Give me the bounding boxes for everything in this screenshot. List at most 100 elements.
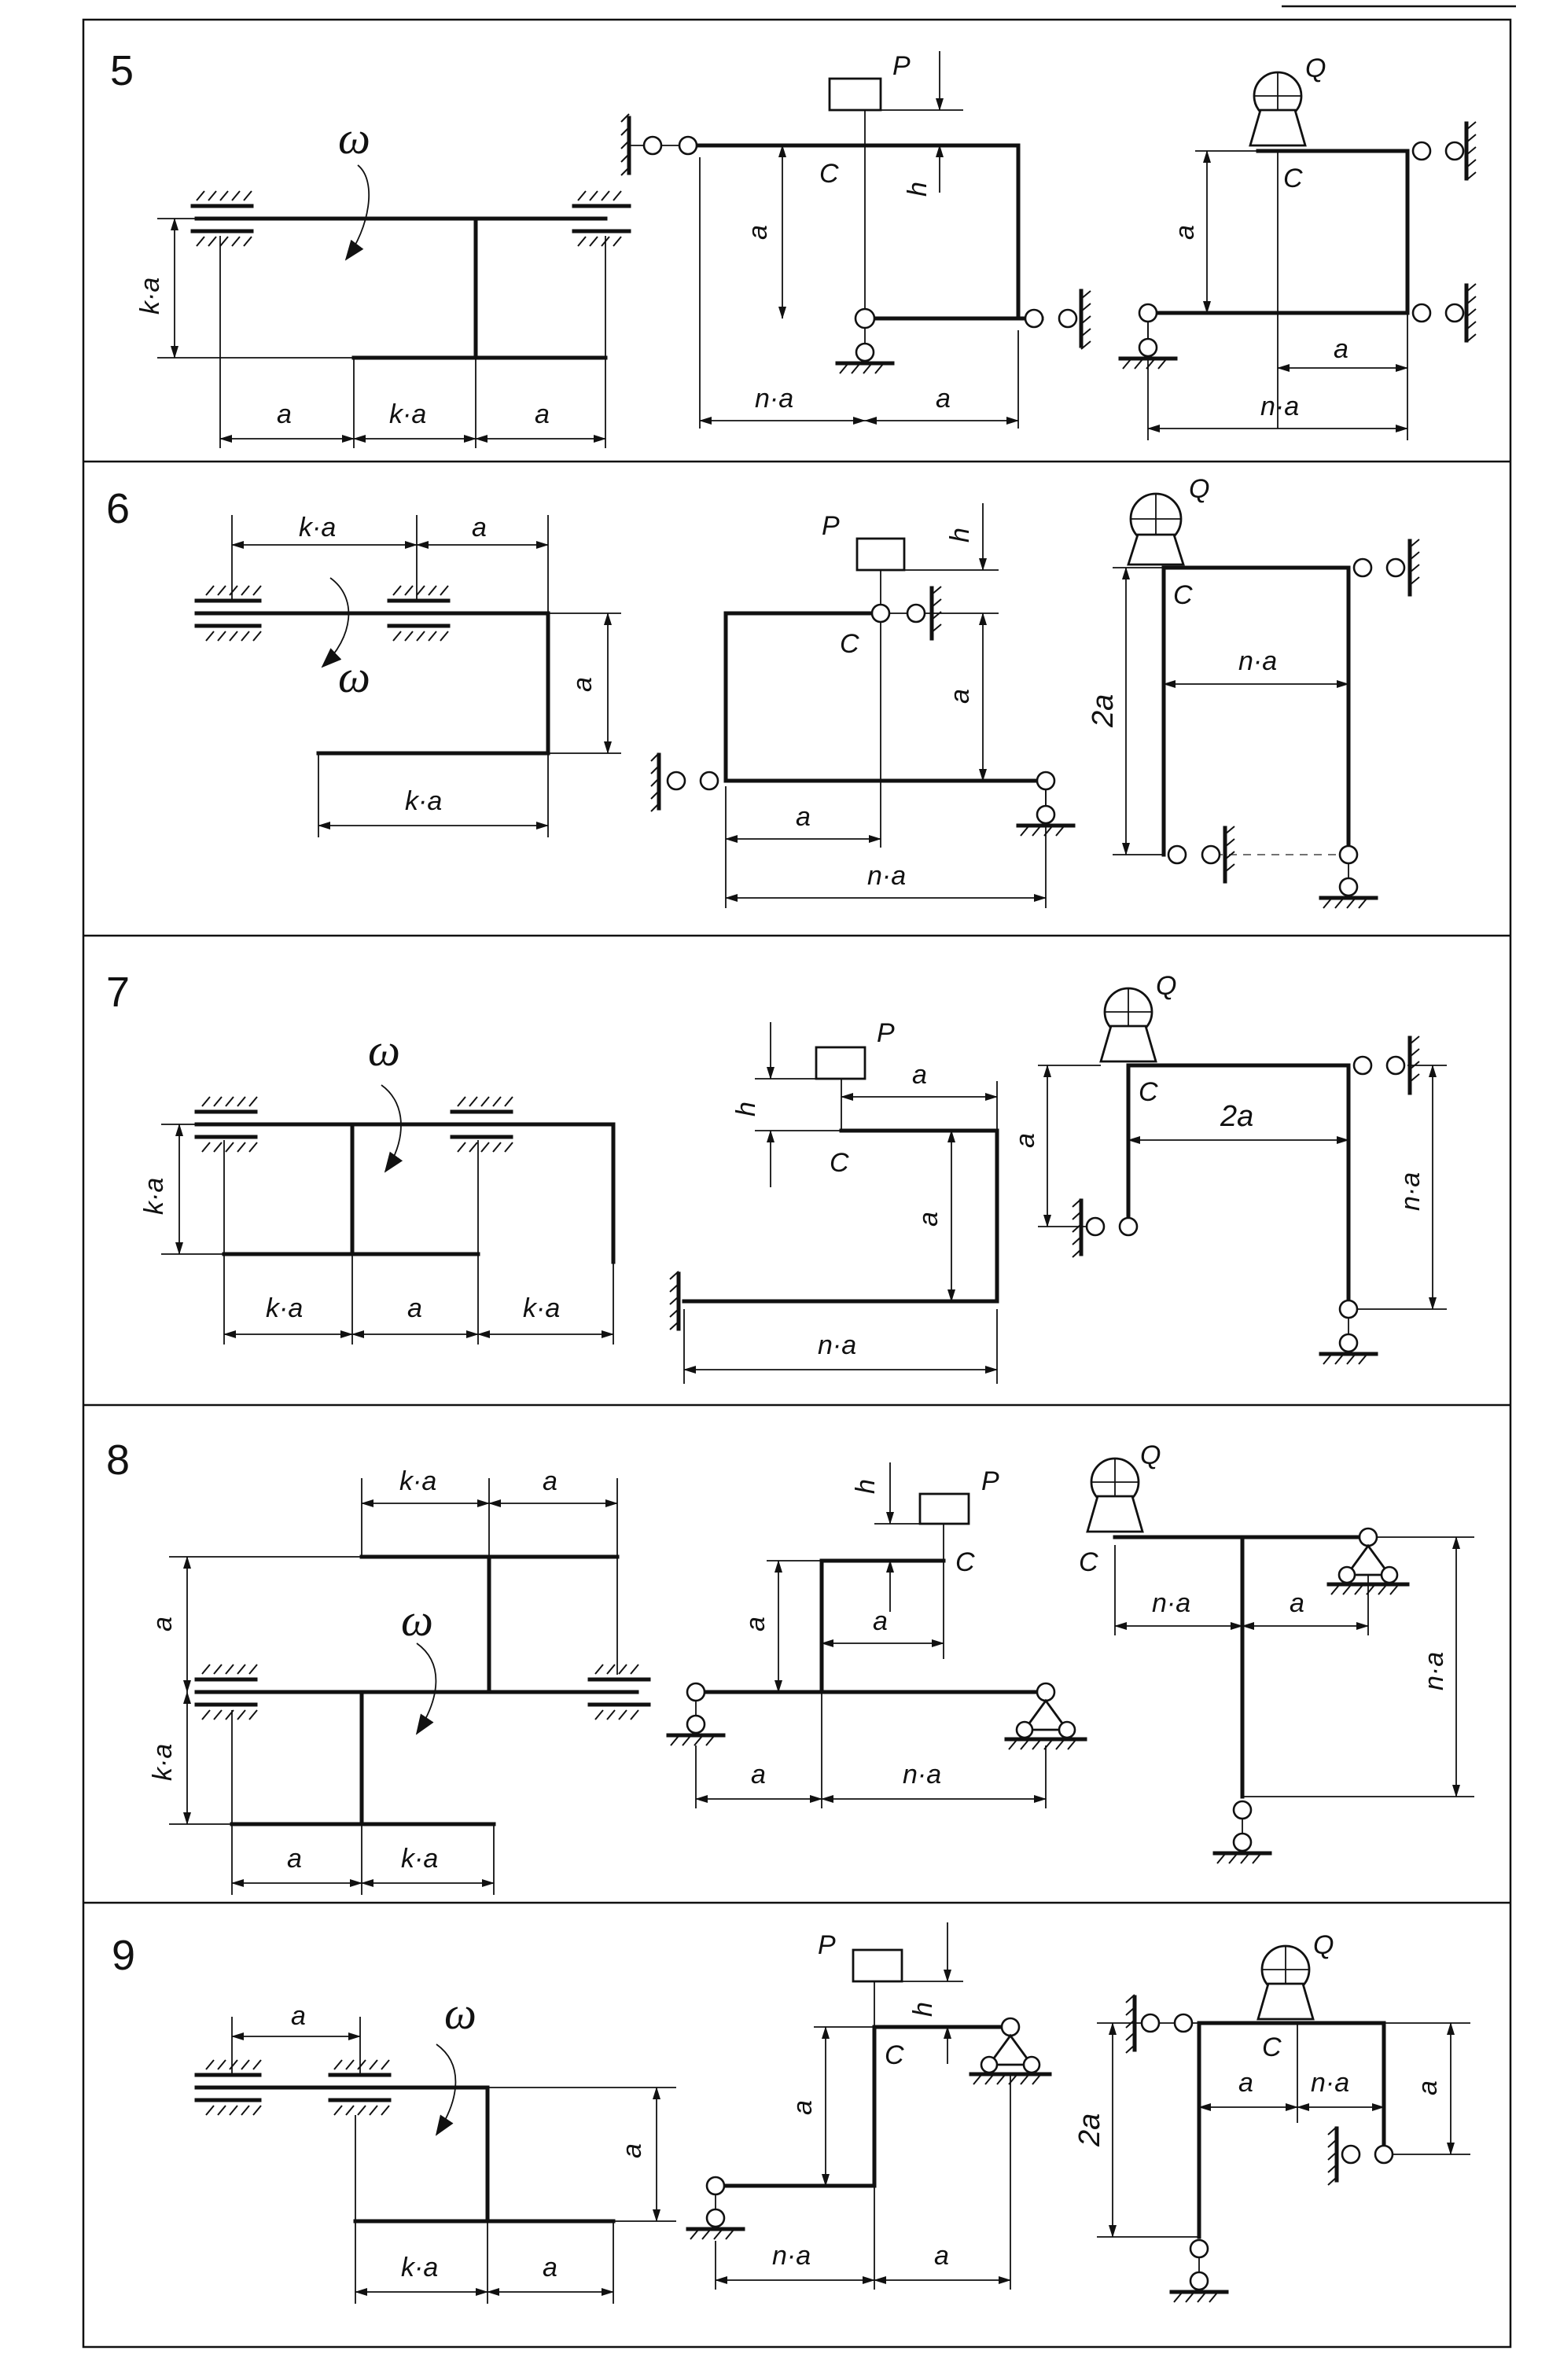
shaft-diagram: ω a a k·a a [194, 1988, 676, 2304]
rotation-arrow-icon [344, 164, 370, 261]
dim-label: k·a [399, 1466, 436, 1496]
rotation-arrow-icon [381, 1084, 403, 1173]
dim-label: a [407, 1293, 422, 1323]
hinge [1085, 1216, 1106, 1237]
row-number: 5 [110, 47, 134, 94]
rotation-arrow-icon [321, 577, 350, 668]
hinge [870, 603, 891, 624]
hinge [854, 307, 876, 329]
point-label: C [1262, 2032, 1282, 2062]
row-8: 8 ω k·a a [106, 1436, 1474, 1895]
dim-label: a [287, 1844, 302, 1874]
frame-p-diagram: P C h a a n·a [669, 1018, 999, 1384]
bearing [387, 585, 451, 642]
omega-label: ω [444, 1988, 476, 2039]
dim-label: a [535, 399, 550, 429]
load-block [855, 537, 906, 572]
hinge [1411, 141, 1432, 161]
omega-label: ω [401, 1595, 433, 1646]
row-9: 9 ω a a k·a [112, 1922, 1470, 2304]
load-block [828, 77, 882, 112]
dim-label: n·a [1419, 1652, 1449, 1690]
dim-label: a [741, 1617, 771, 1631]
hinge [1015, 1720, 1034, 1739]
dim-label: n·a [1238, 646, 1277, 676]
dim-label: a [934, 2241, 949, 2271]
rotation-arrow-icon [435, 2043, 457, 2136]
h-label: h [908, 2002, 938, 2017]
row-number: 8 [106, 1436, 130, 1484]
point-label: C [1173, 580, 1193, 610]
load-label: P [892, 51, 911, 81]
hinge [1352, 557, 1373, 578]
hinge [1338, 1299, 1359, 1319]
dim-label: a [568, 677, 598, 692]
hinge [705, 2176, 726, 2196]
dim-label: n·a [755, 384, 793, 414]
omega-label: ω [338, 651, 370, 702]
dim-label: a [1170, 225, 1200, 240]
dim-label: 2a [1220, 1100, 1253, 1133]
load-stand [1086, 1495, 1144, 1533]
hinge [1444, 141, 1465, 161]
dim-label: a [743, 225, 773, 240]
dim-label: a [543, 1466, 557, 1496]
load-stand [1256, 1982, 1315, 2021]
load-label: Q [1156, 971, 1176, 1001]
hinge [1058, 1720, 1076, 1739]
dim-label: n·a [1396, 1172, 1426, 1211]
h-label: h [945, 528, 975, 543]
point-label: C [819, 159, 839, 189]
dim-label: a [1334, 334, 1348, 364]
dim-label: k·a [389, 399, 426, 429]
dim-label: a [1290, 1588, 1304, 1618]
hinge [1352, 1055, 1373, 1076]
shaft-diagram: ω k·a a a k·a [194, 513, 621, 837]
hinge [1167, 844, 1187, 865]
hinge [1358, 1527, 1378, 1547]
shaft-diagram: ω k·a a k·a k·a [139, 1024, 616, 1344]
hinge [1338, 844, 1359, 865]
hinge [906, 603, 926, 624]
rotation-arrow-icon [415, 1642, 437, 1735]
hinge [1189, 2238, 1209, 2259]
hinge [1338, 1333, 1359, 1353]
dim-label: a [751, 1760, 766, 1790]
hinge [1036, 1682, 1056, 1702]
hinge [1374, 2144, 1394, 2165]
h-label: h [731, 1102, 761, 1116]
hinge [686, 1714, 706, 1734]
point-label: C [885, 2040, 904, 2070]
dim-label: a [472, 513, 487, 543]
hinge [1138, 337, 1158, 358]
load-stand [1099, 1024, 1157, 1063]
frame-q-diagram: Q C a 2a n·a [1010, 971, 1447, 1365]
bearing [572, 190, 631, 247]
load-block [852, 1948, 903, 1983]
fixed-pin-support [1022, 1698, 1069, 1731]
dim-label: k·a [405, 786, 442, 816]
dim-label: a [277, 399, 292, 429]
dim-label: a [914, 1212, 944, 1227]
dim-label: a [873, 1606, 888, 1636]
hinge [1118, 1216, 1139, 1237]
load-label: Q [1140, 1440, 1161, 1470]
hinge [1138, 303, 1158, 323]
shaft-diagram: ω a k·a a k·a [135, 112, 631, 448]
dim-label: a [617, 2143, 647, 2158]
dim-label: a [945, 689, 975, 704]
frame-q-diagram: Q C a n·a 2a a [1073, 1930, 1470, 2303]
frame-p-diagram: P C h a n·a a [686, 1922, 1052, 2290]
dim-label: n·a [1152, 1588, 1190, 1618]
load-label: P [818, 1930, 836, 1960]
point-label: C [1139, 1077, 1158, 1107]
row-5: 5 ω a k·a a [110, 47, 1477, 448]
dim-label: k·a [139, 1178, 169, 1215]
frame-p-diagram: P C h a a n·a [650, 503, 1076, 908]
hinge [1232, 1832, 1253, 1852]
h-label: h [851, 1479, 881, 1494]
hinge [642, 135, 663, 156]
point-label: C [840, 629, 859, 659]
dim-label: n·a [1311, 2068, 1349, 2098]
